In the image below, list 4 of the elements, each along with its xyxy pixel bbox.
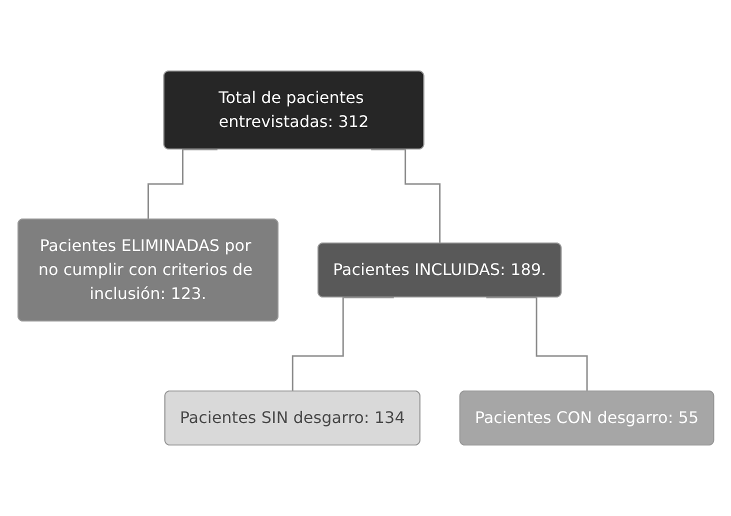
connector — [147, 148, 218, 220]
connector — [292, 296, 394, 392]
connector — [486, 296, 588, 392]
connector — [370, 148, 440, 244]
